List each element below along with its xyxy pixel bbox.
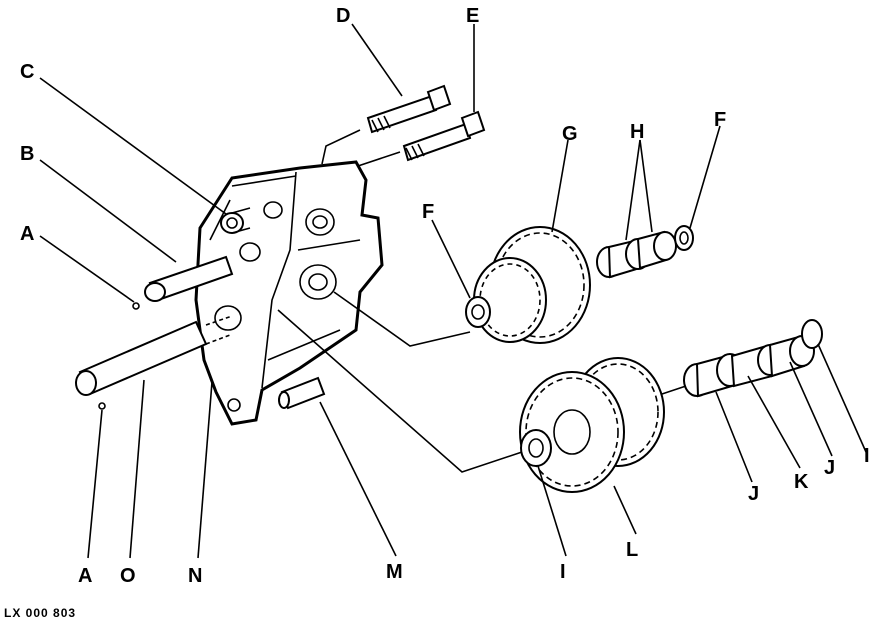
label-i-left: I (560, 561, 566, 583)
washer-f-right (674, 225, 694, 251)
shaft-b (144, 255, 234, 302)
label-i-right: I (864, 445, 870, 467)
label-a-lower: A (78, 565, 92, 587)
label-j-left: J (748, 483, 759, 505)
bolt-e (402, 110, 486, 162)
label-n: N (188, 565, 202, 587)
bearings-h (596, 230, 677, 279)
label-o: O (120, 565, 136, 587)
bushing-c (220, 207, 251, 234)
bolt-d (366, 84, 452, 134)
housing-plate (194, 160, 384, 426)
label-a-upper: A (20, 223, 34, 245)
washer-i-left (520, 429, 552, 467)
label-d: D (336, 5, 350, 27)
reference-code: LX 000 803 (4, 606, 76, 620)
label-j-right: J (824, 457, 835, 479)
label-h: H (630, 121, 644, 143)
ball-a-lower (98, 402, 106, 410)
label-l: L (626, 539, 638, 561)
label-b: B (20, 143, 34, 165)
label-f-right: F (714, 109, 726, 131)
label-m: M (386, 561, 403, 583)
label-e: E (466, 5, 479, 27)
label-k: K (794, 471, 809, 493)
bearing-j-left (683, 353, 744, 398)
label-g: G (562, 123, 578, 145)
leader-lines (39, 23, 867, 559)
washer-i-right (801, 319, 823, 349)
label-f-left: F (422, 201, 434, 223)
pin-o (75, 315, 233, 396)
stud-m (278, 376, 326, 410)
ball-a-upper (132, 302, 140, 310)
label-c: C (20, 61, 34, 83)
gear-l (519, 357, 665, 493)
gear-g (465, 226, 591, 344)
